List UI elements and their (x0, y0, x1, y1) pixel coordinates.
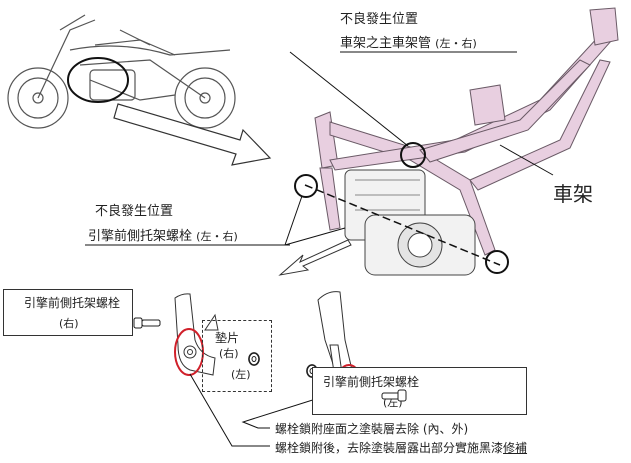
washer-box: 墊片 (右) (左) (202, 320, 272, 392)
right-bolt-label: 引擎前側托架螺栓 (24, 296, 121, 310)
note-1: 螺栓鎖附座面之塗裝層去除 (內、外) (275, 422, 469, 436)
note-2-underlined: 修補 (503, 441, 528, 455)
frame-label: 車架 (553, 182, 593, 206)
problem-area-circle (67, 57, 129, 103)
left-bolt-label: 引擎前側托架螺栓 (323, 375, 420, 389)
frame-illustration (314, 7, 619, 256)
top-callout-part: 車架之主車架管 (左・右) (340, 32, 477, 51)
frame-defect-circle (400, 142, 426, 168)
note-2-text: 螺栓鎖附後，去除塗裝層露出部分實施黑漆 (275, 441, 504, 455)
left-callout-title: 不良發生位置 (95, 204, 174, 219)
detail-arrow-icon (278, 239, 352, 276)
bolt-icon-right (133, 317, 161, 329)
top-callout-title: 不良發生位置 (340, 12, 419, 27)
right-bolt-side: (右) (59, 317, 79, 330)
note-2: 螺栓鎖附後，去除塗裝層露出部分實施黑漆修補 (275, 439, 527, 456)
bolt-axis-line (304, 184, 501, 266)
engine-illustration (344, 169, 476, 276)
motorcycle-illustration (7, 14, 236, 129)
left-callout-side: (左・右) (196, 230, 238, 243)
frame-label-leader (499, 144, 554, 176)
top-callout-part-text: 車架之主車架管 (340, 36, 432, 51)
bolt-circle-left (485, 250, 509, 274)
right-bracket-illustration (174, 293, 219, 376)
washer-left: (左) (231, 368, 251, 381)
right-bolt-box: 引擎前側托架螺栓 (右) (3, 289, 133, 336)
zoom-arrow-icon (113, 103, 272, 166)
washer-label: 墊片 (215, 331, 240, 345)
left-callout-part-text: 引擎前側托架螺栓 (88, 229, 193, 244)
red-highlight-right-bolt (174, 328, 204, 376)
left-bolt-side: (左) (383, 396, 403, 409)
left-bolt-box: 引擎前側托架螺栓 (左) (312, 367, 527, 415)
note-leader-2 (189, 373, 270, 447)
left-callout-leader-2 (284, 227, 346, 246)
washer-right: (右) (219, 347, 239, 360)
left-callout-leader-1 (284, 195, 303, 246)
left-callout-part: 引擎前側托架螺栓 (左・右) (88, 225, 238, 244)
top-callout-side: (左・右) (435, 37, 477, 50)
top-callout-leader (289, 51, 409, 147)
bolt-circle-right (294, 174, 318, 198)
note-leader-1 (241, 391, 339, 429)
